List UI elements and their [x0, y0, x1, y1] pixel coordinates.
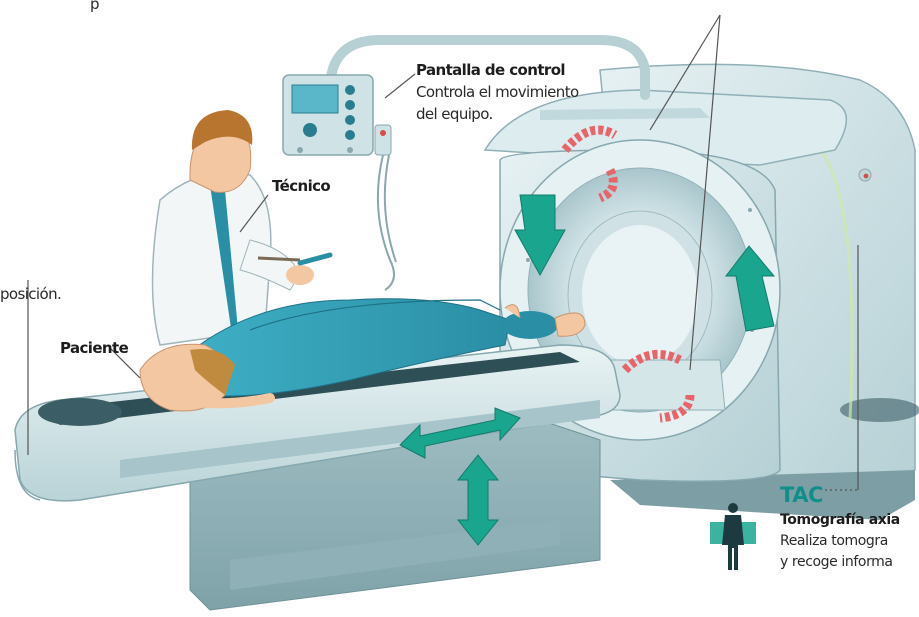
human-scan-icon — [710, 503, 756, 570]
control-screen-desc-1: Controla el movimiento — [416, 82, 579, 102]
tac-title: TAC — [780, 483, 823, 507]
technician-label: Técnico — [272, 176, 330, 196]
control-screen-desc-2: del equipo. — [416, 104, 493, 124]
top-partial-label: p — [90, 0, 100, 14]
tac-description-2: y recoge informa — [780, 554, 893, 570]
control-screen-title: Pantalla de control — [416, 60, 565, 80]
tac-description-1: Realiza tomogra — [780, 533, 888, 549]
tac-subtitle: Tomografía axia — [780, 512, 900, 528]
patient-label: Paciente — [60, 338, 128, 358]
left-partial-label: posición. — [0, 284, 61, 304]
